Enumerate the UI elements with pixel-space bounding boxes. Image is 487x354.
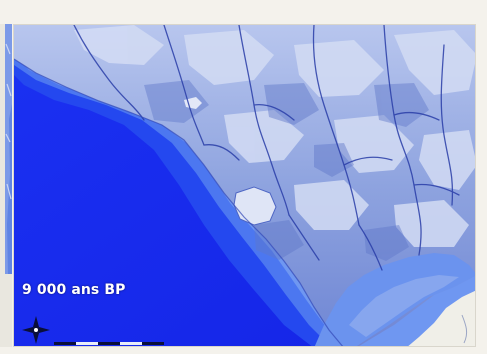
- map-relief: [14, 25, 475, 346]
- compass-rose-icon: [22, 316, 50, 344]
- paleogeographic-map: 9 000 ans BP: [13, 24, 476, 347]
- coastal-islet: [184, 97, 202, 109]
- scale-bar-icon: [54, 342, 164, 345]
- land-beyond-area: [408, 290, 475, 346]
- upland-relief: [74, 25, 475, 247]
- adjacent-map-edge: [0, 24, 12, 347]
- upland-relief-dark: [144, 80, 429, 261]
- coastal-island: [233, 186, 277, 226]
- land-beyond-outline: [461, 314, 468, 344]
- river-network: [73, 25, 460, 271]
- estuary-inner: [349, 275, 459, 337]
- coastline: [14, 58, 344, 346]
- adjacent-map-edge-graphic: [0, 24, 12, 347]
- epoch-label: 9 000 ans BP: [22, 282, 126, 298]
- land-mass: [14, 25, 475, 346]
